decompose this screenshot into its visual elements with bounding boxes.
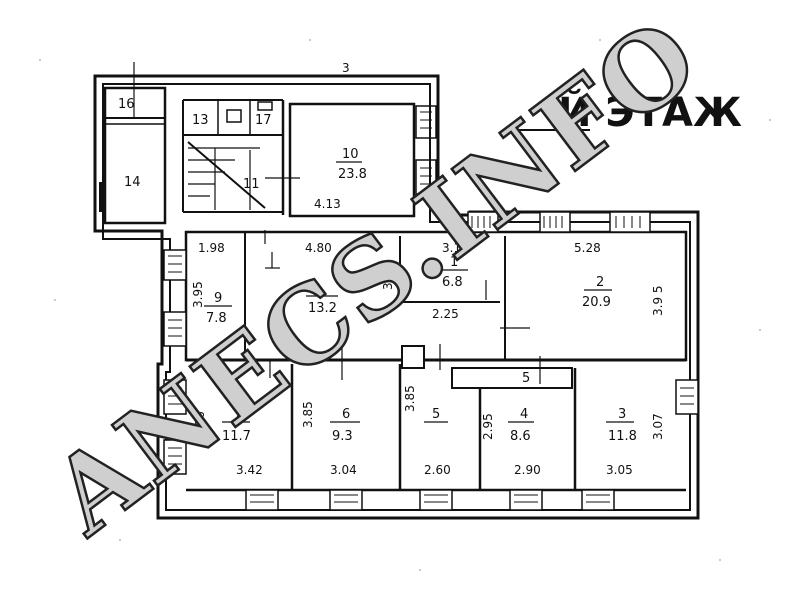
room-10-number: 8 bbox=[312, 281, 320, 296]
dim-4-13: 4.13 bbox=[314, 197, 341, 211]
room-11-number: 10 bbox=[342, 147, 359, 162]
dim-4-80: 4.80 bbox=[305, 241, 332, 255]
dim-3-05: 3.05 bbox=[381, 263, 395, 290]
dim-1-98: 1.98 bbox=[198, 241, 225, 255]
dim-3-96: 3.96 bbox=[193, 411, 207, 438]
dim-3-05-bottom: 3.05 bbox=[606, 463, 633, 477]
dim-2-25: 2.25 bbox=[432, 307, 459, 321]
dim-2-95: 2.95 bbox=[481, 413, 495, 440]
room-1-area: 6.8 bbox=[442, 275, 463, 290]
dim-2-60: 2.60 bbox=[424, 463, 451, 477]
room-17-number: 17 bbox=[255, 113, 272, 128]
dim-3-42: 3.42 bbox=[236, 463, 263, 477]
room-4-area: 8.6 bbox=[510, 429, 531, 444]
room-4-number: 4 bbox=[520, 407, 528, 422]
room-8-number: 7 bbox=[234, 407, 242, 422]
room-11-area: 23.8 bbox=[338, 167, 367, 182]
room-8-area: 11.7 bbox=[222, 429, 251, 444]
room-7-area: 9.3 bbox=[332, 429, 353, 444]
room-5-number: 5 bbox=[522, 371, 530, 386]
dim-2-90: 2.90 bbox=[514, 463, 541, 477]
room-labels: 16 14 13 17 11 10 23.8 9 7.8 8 13.2 1 6.… bbox=[118, 97, 637, 444]
room-13-number: 13 bbox=[192, 113, 209, 128]
room-3-area: 11.8 bbox=[608, 429, 637, 444]
room-7-number: 6 bbox=[342, 407, 350, 422]
window-hatching bbox=[168, 111, 694, 503]
room-2-number: 2 bbox=[596, 275, 604, 290]
top-dimension: 3 bbox=[342, 61, 350, 75]
dim-5-28: 5.28 bbox=[574, 241, 601, 255]
room-3-number: 3 bbox=[618, 407, 626, 422]
room-15-number: 14 bbox=[124, 175, 141, 190]
dim-3-85-a: 3.85 bbox=[301, 401, 315, 428]
room-6-number: 5 bbox=[432, 407, 440, 422]
dim-3-85-b: 3.85 bbox=[403, 385, 417, 412]
room-9-number: 9 bbox=[214, 291, 222, 306]
dimension-labels: 1.98 4.80 3.13 5.28 4.13 2.25 3.42 3.04 … bbox=[191, 197, 665, 477]
dim-3-13: 3.13 bbox=[442, 241, 469, 255]
room-2-area: 20.9 bbox=[582, 295, 611, 310]
scan-noise bbox=[39, 39, 771, 571]
dimension-leaders bbox=[133, 62, 541, 384]
room-1-number: 1 bbox=[450, 255, 458, 270]
floor-label: Й ЭТАЖ bbox=[558, 88, 742, 136]
room-16-number: 16 bbox=[118, 97, 135, 112]
dim-3-07: 3.07 bbox=[651, 413, 665, 440]
dim-3-04: 3.04 bbox=[330, 463, 357, 477]
dim-3-95-right: 3.9 5 bbox=[651, 285, 665, 316]
dim-3-95-left: 3.95 bbox=[191, 281, 205, 308]
room-10-area: 13.2 bbox=[308, 301, 337, 316]
room-9-area: 7.8 bbox=[206, 311, 227, 326]
room-14-number: 11 bbox=[243, 177, 260, 192]
